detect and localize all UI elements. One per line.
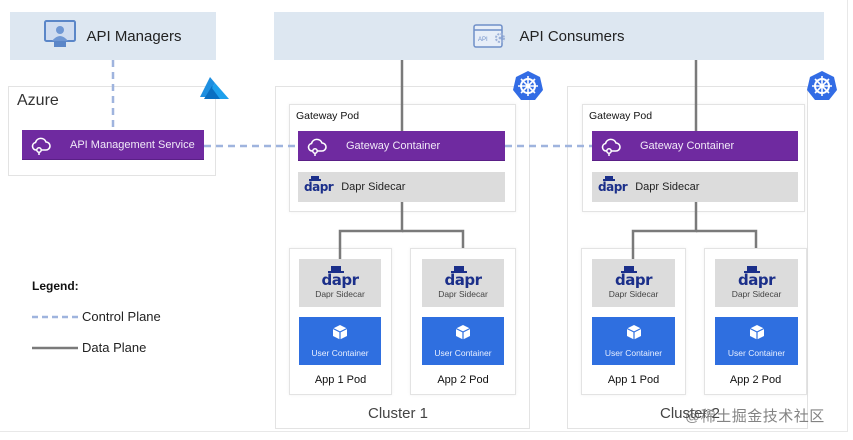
legend-data-plane-label: Data Plane [82,340,147,355]
api-icon-text: API [478,37,488,43]
cluster-1-app-2-user-container[interactable]: User Container [422,317,504,365]
cluster-1-label: Cluster 1 [368,405,429,422]
cluster-1-app-2-dapr-sidecar[interactable]: dapr Dapr Sidecar [422,259,504,307]
legend-control-plane-label: Control Plane [82,309,161,324]
cluster-1-app-1-pod-label: App 1 Pod [314,374,367,386]
cluster-1-app-1-dapr-sidecar[interactable]: dapr Dapr Sidecar [299,259,381,307]
api-managers-label: API Managers [86,27,182,45]
image-frame-right-edge [847,0,848,432]
watermark: @稀土掘金技术社区 [685,408,825,425]
dapr-logo-icon: dapr [598,176,628,193]
cluster-2-label: Cluster 2 [660,405,721,422]
cluster-2-app-1-dapr-sidecar[interactable]: dapr Dapr Sidecar [592,259,675,307]
data-plane-gateway-2-to-app-2 [696,229,758,248]
user-container-label: User Container [727,348,786,358]
cloud-connect-icon [30,134,52,156]
gateway-dapr-sidecar-1-label: Dapr Sidecar [341,181,406,193]
api-managers-box: API Managers [10,12,216,60]
dapr-logo-icon: dapr [304,176,334,193]
cloud-connect-icon [600,135,622,157]
api-window-gear-icon: API [473,24,509,48]
data-plane-gateway-1-to-app-2 [402,229,465,248]
dapr-logo-icon: dapr [738,266,776,288]
image-frame-bottom-edge [0,431,848,432]
gateway-container-2-label: Gateway Container [640,139,735,152]
cluster-2-app-2-pod-label: App 2 Pod [729,374,782,386]
cluster-2-app-2-dapr-sidecar[interactable]: dapr Dapr Sidecar [715,259,798,307]
api-management-service[interactable]: API Management Service [22,130,204,160]
user-container-label: User Container [434,348,492,358]
cluster-1-app-1-user-container[interactable]: User Container [299,317,381,365]
dapr-logo-icon: dapr [615,266,653,288]
api-management-service-label: API Management Service [70,138,195,151]
cube-icon [749,324,765,345]
cube-icon [332,324,348,345]
cube-icon [626,324,642,345]
cluster-2-app-2-user-container[interactable]: User Container [715,317,798,365]
gateway-dapr-sidecar-2[interactable]: dapr Dapr Sidecar [592,172,798,202]
gateway-dapr-sidecar-1[interactable]: dapr Dapr Sidecar [298,172,505,202]
kubernetes-icon [512,70,544,107]
cloud-connect-icon [306,135,328,157]
api-consumers-box: API API Consumers [274,12,824,60]
dapr-logo-icon: dapr [445,266,482,288]
cluster-2-app-1-user-container[interactable]: User Container [592,317,675,365]
kubernetes-icon [806,70,838,107]
sidecar-label: Dapr Sidecar [438,289,488,299]
sidecar-label: Dapr Sidecar [731,289,782,299]
user-container-label: User Container [311,348,369,358]
gateway-container-1[interactable]: Gateway Container [298,131,505,161]
gateway-dapr-sidecar-2-label: Dapr Sidecar [635,181,700,193]
azure-label: Azure [17,92,59,109]
sidecar-label: Dapr Sidecar [608,289,659,299]
user-container-label: User Container [604,348,663,358]
legend-title: Legend: [32,279,79,293]
monitor-user-icon [44,20,77,52]
data-plane-gateway-2-to-apps [631,202,698,259]
data-plane-gateway-1-to-apps [338,202,404,259]
gateway-pod-2-label: Gateway Pod [589,110,653,122]
sidecar-label: Dapr Sidecar [315,289,365,299]
cluster-1-app-2-pod-label: App 2 Pod [437,374,489,386]
azure-logo-icon [196,76,230,105]
gateway-container-2[interactable]: Gateway Container [592,131,798,161]
cube-icon [455,324,471,345]
gateway-pod-1-label: Gateway Pod [296,110,360,122]
cluster-2-app-1-pod-label: App 1 Pod [607,374,660,386]
api-consumers-label: API Consumers [519,27,625,45]
dapr-logo-icon: dapr [322,266,359,288]
gateway-container-1-label: Gateway Container [346,139,441,152]
